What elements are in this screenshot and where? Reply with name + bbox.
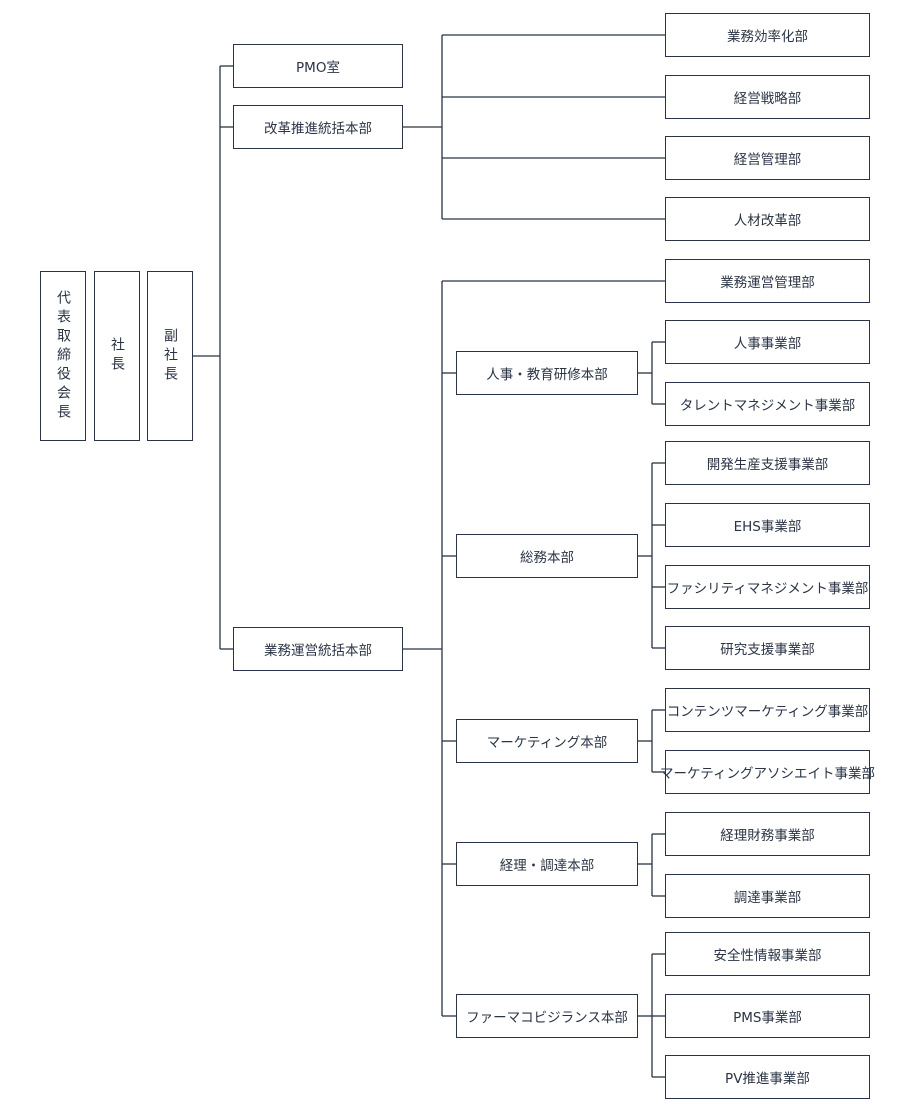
department-box: PMS事業部 <box>665 994 870 1038</box>
president-box: 社長 <box>94 271 140 441</box>
department-box: 安全性情報事業部 <box>665 932 870 976</box>
department-box: EHS事業部 <box>665 503 870 547</box>
accounting-procurement-hq-box: 経理・調達本部 <box>456 842 638 886</box>
department-box: ファシリティマネジメント事業部 <box>665 565 870 609</box>
marketing-hq-box: マーケティング本部 <box>456 719 638 763</box>
department-box: 経理財務事業部 <box>665 812 870 856</box>
department-box: マーケティングアソシエイト事業部 <box>660 750 875 794</box>
pmo-office-box: PMO室 <box>233 44 403 88</box>
reform-department-box: 人材改革部 <box>665 197 870 241</box>
department-box: 調達事業部 <box>665 874 870 918</box>
department-box: 研究支援事業部 <box>665 626 870 670</box>
ceo-box: 代表取締役会長 <box>40 271 86 441</box>
pharmacovigilance-hq-box: ファーマコビジランス本部 <box>456 994 638 1038</box>
department-box: PV推進事業部 <box>665 1055 870 1099</box>
operations-admin-department-box: 業務運営管理部 <box>665 259 870 303</box>
department-box: コンテンツマーケティング事業部 <box>665 688 870 732</box>
vice-president-box: 副社長 <box>147 271 193 441</box>
hr-education-hq-box: 人事・教育研修本部 <box>456 351 638 395</box>
reform-department-box: 業務効率化部 <box>665 13 870 57</box>
reform-department-box: 経営戦略部 <box>665 75 870 119</box>
operations-hq-box: 業務運営統括本部 <box>233 627 403 671</box>
department-box: タレントマネジメント事業部 <box>665 382 870 426</box>
department-box: 人事事業部 <box>665 320 870 364</box>
reform-hq-box: 改革推進統括本部 <box>233 105 403 149</box>
reform-department-box: 経営管理部 <box>665 136 870 180</box>
department-box: 開発生産支援事業部 <box>665 441 870 485</box>
general-affairs-hq-box: 総務本部 <box>456 534 638 578</box>
